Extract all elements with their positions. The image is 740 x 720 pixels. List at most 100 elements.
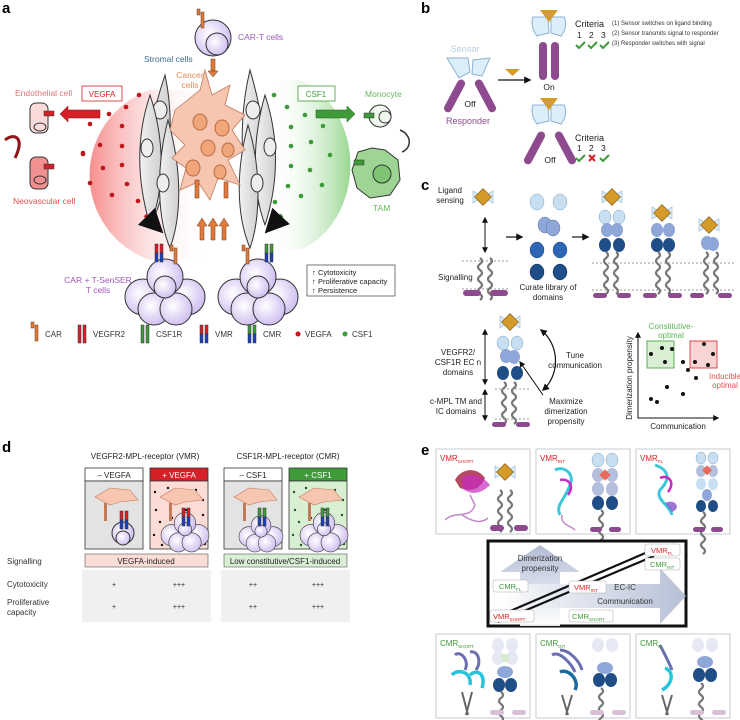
top-structure-0-name: VMRSHORT: [440, 454, 474, 464]
constitutive-label-2: optimal: [658, 331, 684, 340]
map-label-cmr-fl: CMRFL: [499, 582, 522, 592]
panel-d-letter: d: [2, 439, 11, 456]
legend-csf1-dot: [342, 331, 348, 337]
vegfa-arrow-down: [137, 207, 164, 234]
receptor-off-bottom: [523, 98, 577, 165]
legend-vmr: VMR: [215, 330, 233, 339]
structure-vmr-fl: [635, 448, 731, 556]
ligand-sensing-2: sensing: [436, 196, 464, 205]
inducible-label-2: optimal: [712, 381, 738, 390]
inducible-label-1: Inducible: [709, 372, 740, 381]
ec-label-2: CSF1R EC n: [435, 358, 481, 367]
curate-label-1: Curate library of: [520, 283, 578, 292]
csf1-box: [297, 85, 336, 102]
legend-csf1r: CSF1R: [156, 330, 182, 339]
csf1-dots: [271, 92, 333, 205]
signalling-vmr-box: [84, 553, 209, 568]
maximize-label-1: Maximize: [549, 397, 583, 406]
tm-label-1: c-MPL TM and: [430, 397, 482, 406]
dimerization-label-2: propensity: [522, 564, 559, 573]
cancer-cells: [169, 68, 246, 201]
endothelial-label: Endothelial cell: [15, 88, 72, 98]
curate-label-2: domains: [533, 293, 563, 302]
legend-csf1r-icon: [140, 324, 150, 344]
check-icon: [575, 41, 586, 49]
vmr-title: VEGFR2-MPL-receptor (VMR): [91, 452, 200, 461]
candidate-receptor-1: [593, 188, 631, 298]
vegfa-box-label: VEGFA: [89, 90, 116, 99]
row-label-prolif-1: Proliferative: [7, 598, 50, 607]
csf1-gradient: [270, 80, 351, 250]
signalling-label: Signalling: [438, 273, 473, 282]
criteria-item-2: (2) Sensor transmits signal to responder: [612, 31, 719, 37]
row-label-prolif-2: capacity: [7, 608, 36, 617]
map-label-vmr-int: VMRINT: [574, 583, 598, 593]
legend-vegfa: VEGFA: [305, 330, 332, 339]
check-icon: [599, 154, 610, 162]
receptor-on: [531, 10, 567, 80]
scene-vmr-minus: [94, 487, 139, 546]
legend-cmr-icon: [247, 324, 257, 344]
panel-b-letter: b: [421, 0, 430, 17]
tune-label-1: Tune: [566, 351, 584, 360]
transition-arrow: [4, 135, 21, 159]
panel-d: d VEGFR2-MPL-receptor (VMR) CSF1R-MPL-re…: [2, 439, 350, 622]
legend-csf1: CSF1: [352, 330, 373, 339]
bottom-structure-1-name: CMRINT: [540, 639, 566, 649]
panel-e: e VMRSHORT VMRINT: [421, 442, 731, 720]
legend-car: CAR: [45, 330, 62, 339]
outcome-arrow-1: ↑: [312, 277, 316, 286]
outcomes-box: [306, 264, 396, 297]
design-space-plot: [635, 331, 720, 421]
panel-a-letter: a: [2, 0, 11, 17]
map-label-vmr-fl: VMRFL: [651, 546, 673, 556]
car-t-cell: [194, 8, 232, 78]
legend-vmr-icon: [199, 324, 209, 344]
tune-arrow: [539, 329, 557, 391]
outcome-0: Cytotoxicity: [318, 268, 357, 277]
ec-label-1: VEGFR2/: [441, 348, 476, 357]
condition-2: – CSF1: [239, 471, 267, 480]
top-structure-2-name: VMRFL: [640, 454, 664, 464]
scene-cmr-plus: [298, 487, 349, 553]
structure-cmr-int: [535, 633, 631, 720]
legend-vegfr2: VEGFR2: [93, 330, 126, 339]
top-structure-1-name: VMRINT: [540, 454, 565, 464]
criteria-num-2-bottom: 2: [589, 143, 594, 153]
tune-label-2: communication: [548, 361, 602, 370]
cancer-label-1: Cancer: [176, 70, 204, 80]
senser-t-cell-cmr: [217, 258, 299, 326]
legend-vegfr2-icon: [77, 324, 87, 344]
senser-t-cell-vmr: [124, 258, 206, 326]
cmr-receptor: [264, 243, 274, 263]
map-label-vmr-short: VMRSHORT: [493, 612, 526, 622]
senser-label-2: T cells: [86, 285, 110, 295]
outcome-1: Proliferative capacity: [318, 277, 387, 286]
panel-c: c Ligand sensing Signalling Curate libra…: [421, 177, 740, 431]
signalling-vmr: VEGFA-induced: [117, 557, 174, 566]
bottom-structure-2-name: CMRFL: [640, 639, 664, 649]
tm-label-2: IC domains: [436, 407, 476, 416]
criteria-num-1-bottom: 1: [577, 143, 582, 153]
scatter-xlabel: Communication: [650, 422, 706, 431]
cell-cyto-1: +++: [173, 582, 185, 589]
row-label-cytotoxicity: Cytotoxicity: [7, 580, 48, 589]
domain-library: [529, 193, 568, 281]
csf1-box-label: CSF1: [306, 90, 327, 99]
criteria-title-bottom: Criteria: [575, 133, 604, 143]
monocyte-label: Monocyte: [365, 89, 402, 99]
scatter-ylabel: Dimerization propensity: [625, 336, 634, 420]
signalling-cmr-box: [223, 553, 348, 568]
condition-1: + VEGFA: [162, 471, 196, 480]
criteria-num-2: 2: [589, 30, 594, 40]
outcome-arrow-2: ↑: [312, 286, 316, 295]
stromal-cells-left: [139, 73, 180, 250]
dimerization-label-1: Dimerization: [518, 554, 562, 563]
condition-3: + CSF1: [304, 471, 332, 480]
cell-prolif-0: +: [112, 604, 116, 611]
criteria-item-1: (1) Sensor switches on ligand binding: [612, 21, 712, 27]
signalling-cmr: Low constitutive/CSF1-induced: [230, 557, 340, 566]
criteria-item-3: (3) Responder switches with signal: [612, 41, 705, 47]
panel-c-letter: c: [421, 177, 429, 194]
maximize-label-2: dimerization: [544, 407, 587, 416]
